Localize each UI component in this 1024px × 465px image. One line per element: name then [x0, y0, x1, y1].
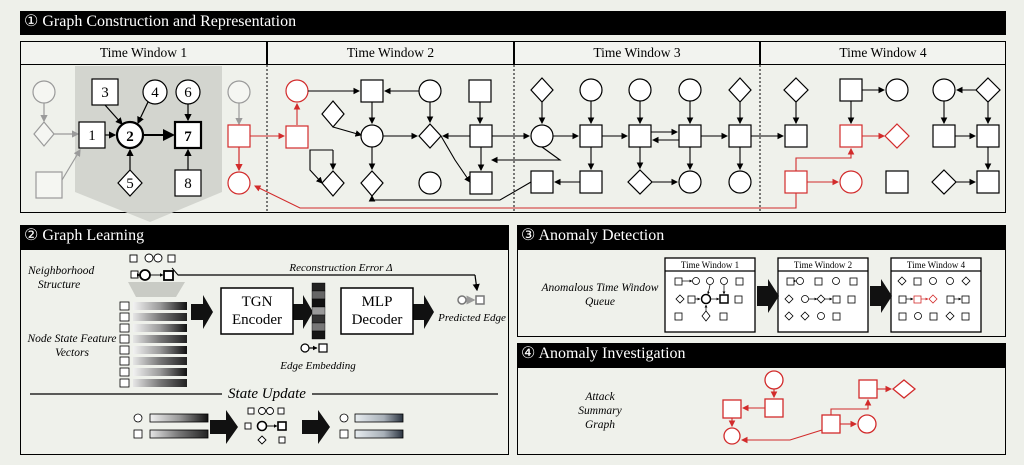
tgn-encoder-label: TGN Encoder: [232, 294, 282, 328]
section2-title: ② Graph Learning: [24, 227, 145, 244]
queue-arrow-2: [870, 279, 892, 313]
state-update-graph: [244, 407, 287, 445]
big-arrow-3: [413, 295, 434, 329]
time-window-2-label: Time Window 2: [346, 45, 435, 60]
queue-window-4-label: Time Window 4: [906, 260, 966, 270]
tw4-edges: [254, 86, 992, 209]
queue-window-2-label: Time Window 2: [793, 260, 853, 270]
queue-mini-edges: [682, 279, 962, 311]
time-window-1-header: Time Window 1: [20, 41, 267, 65]
tw4-graph: [783, 77, 1001, 195]
mlp-decoder-box: [340, 287, 414, 335]
time-window-1-label: Time Window 1: [99, 45, 188, 60]
node-label-4: 4: [151, 85, 159, 101]
state-update-after: [339, 413, 404, 439]
big-arrow-4: [210, 410, 238, 444]
big-arrow-1: [191, 295, 213, 329]
edge-embedding-column: [311, 282, 326, 340]
feature-vector-grid: [119, 301, 187, 388]
section4-header: ④ Anomaly Investigation: [517, 343, 1006, 367]
attack-summary-edges: [728, 385, 893, 444]
queue-window-1-label: Time Window 1: [680, 260, 740, 270]
tw1-node-labels: 1 2 3 4 5 6 7 8: [88, 85, 192, 192]
queue-mini-graphs: [674, 276, 971, 322]
tw1-graph: [32, 78, 251, 199]
predicted-edge-label: Predicted Edge: [438, 312, 506, 324]
neighborhood-shade: [128, 282, 185, 297]
feature-bars: [133, 302, 187, 387]
mlp-decoder-label: MLP Decoder: [351, 294, 403, 328]
section1-title: ① Graph Construction and Representation: [24, 13, 297, 30]
tw3-graph: [530, 77, 752, 195]
big-arrow-2: [291, 295, 313, 329]
state-update-before: [133, 413, 209, 439]
node-label-2: 2: [126, 129, 134, 145]
time-window-3-label: Time Window 3: [593, 45, 681, 60]
time-window-4-label: Time Window 4: [839, 45, 927, 60]
reconstruction-error-label: Reconstruction Error Δ: [289, 262, 393, 274]
node-label-7: 7: [184, 129, 192, 145]
feature-row-icons: [119, 301, 130, 388]
node-label-5: 5: [126, 176, 134, 192]
node-state-feature-label: Node State Feature Vectors: [27, 333, 117, 359]
tgn-encoder-box: [220, 287, 294, 335]
anomalous-queue-label: Anomalous Time Window Queue: [541, 282, 659, 308]
big-arrow-5: [302, 410, 330, 444]
window-separators: [266, 65, 761, 213]
tw3-edges: [368, 101, 744, 202]
state-update-label: State Update: [228, 386, 306, 402]
time-window-2-header: Time Window 2: [267, 41, 514, 65]
edge-embedding-icon: [300, 343, 328, 353]
edge-embedding-label: Edge Embedding: [280, 360, 356, 372]
time-window-4-header: Time Window 4: [760, 41, 1006, 65]
node-label-3: 3: [101, 85, 109, 101]
node-label-8: 8: [184, 176, 192, 192]
time-window-3-header: Time Window 3: [514, 41, 760, 65]
neighborhood-structure-label: Neighborhood Structure: [28, 265, 95, 291]
tw2-edges: [250, 87, 485, 184]
node-label-1: 1: [88, 128, 96, 144]
section3-header: ③ Anomaly Detection: [517, 225, 1006, 249]
section4-title: ④ Anomaly Investigation: [521, 345, 686, 362]
section3-title: ③ Anomaly Detection: [521, 227, 665, 244]
section2-header: ② Graph Learning: [20, 225, 509, 249]
attack-summary-graph: [722, 370, 917, 445]
section2-panel: [20, 249, 509, 455]
queue-arrow-1: [757, 279, 779, 313]
node-label-6: 6: [184, 85, 192, 101]
section1-header: ① Graph Construction and Representation: [20, 11, 1006, 35]
tw2-graph: [285, 79, 493, 197]
attack-summary-graph-label: Attack Summary Graph: [578, 391, 622, 431]
predicted-edge-icon: [457, 295, 485, 305]
